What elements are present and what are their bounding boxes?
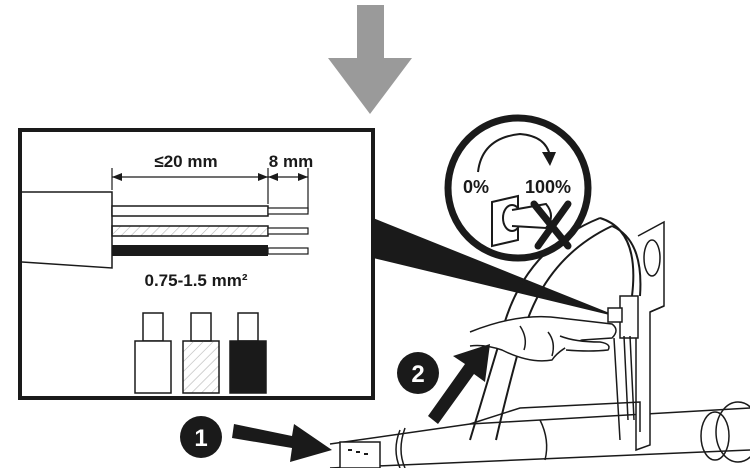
step-1-arrow-icon (232, 424, 332, 462)
wire-end-label: 8 mm (269, 152, 313, 171)
ferrule-white-icon (134, 312, 172, 394)
wire-detail-box: ≤20 mm 8 mm 0.75-1.5 mm² (18, 128, 375, 400)
wire-black (112, 245, 309, 256)
step-2-arrow-icon (428, 344, 490, 424)
appliance-scene (329, 217, 750, 468)
down-arrow-icon (328, 5, 412, 114)
zoom-wedge (373, 218, 622, 318)
step-2-number: 2 (411, 361, 424, 388)
wire-white (111, 205, 309, 217)
ferrule-hatched-icon (182, 312, 220, 394)
step-2-badge: 2 (397, 352, 439, 394)
step-1-badge: 1 (180, 416, 222, 458)
strip-length-label: ≤20 mm (154, 152, 217, 171)
dial-min-label: 0% (463, 177, 489, 197)
cross-section-label: 0.75-1.5 mm² (145, 271, 248, 290)
wire-hatched (111, 225, 309, 237)
no-power-cross-icon (530, 200, 572, 250)
dial-max-label: 100% (525, 177, 571, 197)
ferrule-black-icon (229, 312, 267, 394)
power-dial-icon: 0% 100% (444, 114, 592, 262)
step-1-number: 1 (194, 425, 207, 452)
cable-sheath (21, 191, 113, 269)
